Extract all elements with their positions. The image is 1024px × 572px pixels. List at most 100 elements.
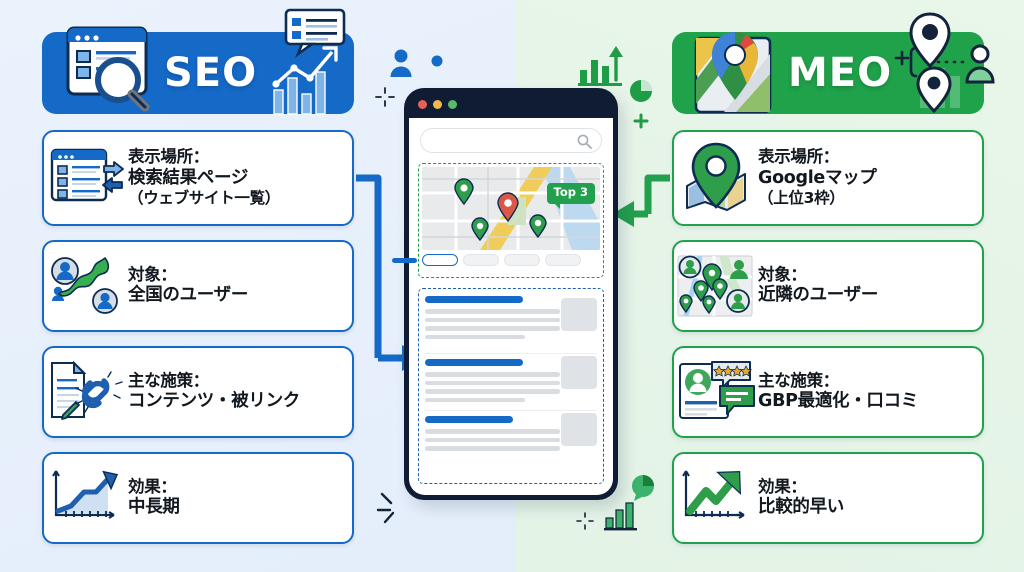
search-result-item[interactable] xyxy=(425,410,597,467)
filter-pill-4[interactable] xyxy=(545,254,581,266)
result-line xyxy=(425,380,560,385)
deco-sparkle-right xyxy=(576,512,594,530)
map-pin-red-highlight xyxy=(497,192,519,223)
result-thumbnail xyxy=(561,298,597,331)
line-2: GBP最適化・口コミ xyxy=(758,391,919,412)
result-line xyxy=(425,326,560,331)
result-line xyxy=(425,446,560,451)
line-1: 主な施策： xyxy=(128,370,210,390)
result-line xyxy=(425,309,560,314)
map-canvas[interactable]: Top 3 xyxy=(422,167,600,250)
meo-card-display-location[interactable]: 表示場所： Googleマップ （上位3枠） xyxy=(672,130,984,226)
deco-spark-lines-left xyxy=(376,492,395,524)
meo-card-target-text: 対象： 近隣のユーザー xyxy=(758,265,982,307)
seo-banner: SEO xyxy=(42,8,354,115)
line-1: 対象： xyxy=(758,264,807,284)
line-3: （上位3枠） xyxy=(758,189,845,208)
result-line xyxy=(425,334,525,339)
search-result-item[interactable] xyxy=(425,296,597,353)
line-2: 近隣のユーザー xyxy=(758,285,879,306)
map-filter-pills[interactable] xyxy=(422,254,581,266)
japan-map-users-icon xyxy=(44,242,128,330)
result-line xyxy=(425,429,560,434)
deco-bar-chart-right xyxy=(604,502,637,531)
result-line xyxy=(425,372,560,377)
result-line xyxy=(425,317,560,322)
top3-badge: Top 3 xyxy=(546,183,595,208)
deco-pie-chat-right xyxy=(632,475,654,501)
line-2: 全国のユーザー xyxy=(128,285,249,306)
local-map-users-icon xyxy=(674,242,758,330)
meo-card-display-location-text: 表示場所： Googleマップ （上位3枠） xyxy=(758,147,982,208)
deco-person-left xyxy=(390,49,412,77)
line-chart-up-icon xyxy=(44,454,128,542)
phone-mockup: Top 3 xyxy=(404,88,618,500)
search-input[interactable] xyxy=(420,128,602,153)
window-dot-red xyxy=(418,100,427,109)
window-dot-yellow xyxy=(433,100,442,109)
deco-dot-left xyxy=(431,55,443,67)
map-pin-green-2 xyxy=(471,217,489,242)
seo-card-target-text: 対象： 全国のユーザー xyxy=(128,265,352,307)
map-result-block[interactable]: Top 3 xyxy=(418,163,604,278)
deco-bar-chart-arrow-right xyxy=(578,46,623,86)
seo-card-target[interactable]: 対象： 全国のユーザー xyxy=(42,240,354,332)
seo-card-effect-text: 効果： 中長期 xyxy=(128,477,352,519)
document-pencil-link-icon xyxy=(44,348,128,436)
map-pin-green-3 xyxy=(529,214,547,239)
window-dot-green xyxy=(448,100,457,109)
search-result-item[interactable] xyxy=(425,353,597,410)
line-1: 効果： xyxy=(128,476,177,496)
deco-sparkle-left xyxy=(375,87,395,107)
deco-plus-right xyxy=(633,113,649,129)
line-1: 対象： xyxy=(128,264,177,284)
seo-card-effect[interactable]: 効果： 中長期 xyxy=(42,452,354,544)
line-3: （ウェブサイト一覧） xyxy=(128,189,281,208)
organic-results-block[interactable] xyxy=(418,288,604,484)
result-line xyxy=(425,389,560,394)
meo-card-effect-text: 効果： 比較的早い xyxy=(758,477,982,519)
line-1: 表示場所： xyxy=(758,147,840,167)
filter-pill-2[interactable] xyxy=(463,254,499,266)
map-pin-green-1 xyxy=(454,178,474,206)
phone-screen: Top 3 xyxy=(409,118,613,495)
line-1: 主な施策： xyxy=(758,370,840,390)
seo-card-measures-text: 主な施策： コンテンツ・被リンク xyxy=(128,371,352,413)
meo-card-measures-text: 主な施策： GBP最適化・口コミ xyxy=(758,371,982,413)
result-thumbnail xyxy=(561,413,597,446)
meo-banner-title: MEO xyxy=(788,50,893,96)
map-pin-icon xyxy=(674,132,758,224)
meo-card-target[interactable]: 対象： 近隣のユーザー xyxy=(672,240,984,332)
filter-pill-1[interactable] xyxy=(422,254,458,266)
line-2: 検索結果ページ xyxy=(128,167,249,188)
review-stars-chat-icon xyxy=(674,348,758,436)
seo-banner-title: SEO xyxy=(164,50,258,96)
line-2: Googleマップ xyxy=(758,167,877,188)
magnifier-icon xyxy=(577,134,592,149)
filter-pill-3[interactable] xyxy=(504,254,540,266)
map-graphic xyxy=(422,167,600,250)
arrow-chart-up-icon xyxy=(674,454,758,542)
seo-card-display-location[interactable]: 表示場所： 検索結果ページ （ウェブサイト一覧） xyxy=(42,130,354,226)
meo-banner: MEO xyxy=(672,12,995,114)
line-2: 中長期 xyxy=(128,497,180,518)
result-title-bar xyxy=(425,296,523,303)
result-line xyxy=(425,397,525,402)
chart-growth-icon xyxy=(272,8,346,115)
result-title-bar xyxy=(425,359,523,366)
line-2: コンテンツ・被リンク xyxy=(128,391,300,412)
deco-pie-chart-right xyxy=(630,80,652,102)
line-2: 比較的早い xyxy=(758,497,844,518)
meo-card-effect[interactable]: 効果： 比較的早い xyxy=(672,452,984,544)
line-1: 効果： xyxy=(758,476,807,496)
google-maps-pin-icon xyxy=(694,31,772,114)
meo-card-measures[interactable]: 主な施策： GBP最適化・口コミ xyxy=(672,346,984,438)
result-title-bar xyxy=(425,416,513,423)
result-line xyxy=(425,437,560,442)
serp-list-arrows-icon xyxy=(44,132,128,224)
result-thumbnail xyxy=(561,356,597,389)
seo-card-display-location-text: 表示場所： 検索結果ページ （ウェブサイト一覧） xyxy=(128,147,352,208)
seo-card-measures[interactable]: 主な施策： コンテンツ・被リンク xyxy=(42,346,354,438)
line-1: 表示場所： xyxy=(128,147,210,167)
